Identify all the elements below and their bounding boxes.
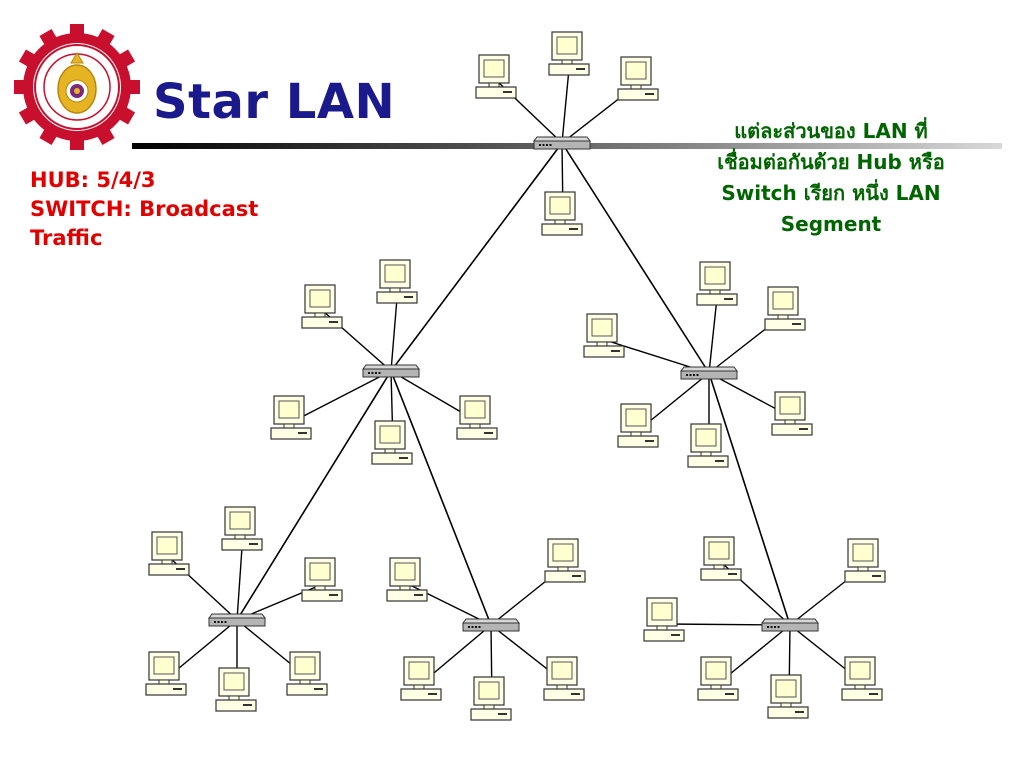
- uplink-cable: [390, 370, 492, 626]
- computer-icon: [764, 286, 806, 331]
- switch-rule-line: SWITCH: Broadcast: [30, 197, 259, 221]
- computer-icon: [841, 656, 883, 701]
- uplink-cable: [236, 370, 392, 621]
- computer-icon: [697, 656, 739, 701]
- computer-icon: [386, 557, 428, 602]
- computer-icon: [687, 423, 729, 468]
- uplink-cable: [561, 142, 710, 374]
- computer-icon: [301, 284, 343, 329]
- computer-icon: [376, 259, 418, 304]
- slide-title: Star LAN: [153, 74, 396, 130]
- computer-icon: [544, 538, 586, 583]
- computer-icon: [696, 261, 738, 306]
- hub-mid-left: [362, 364, 420, 378]
- computer-icon: [583, 313, 625, 358]
- network-cable: [291, 370, 392, 423]
- computer-icon: [215, 667, 257, 712]
- hub-bottom-right: [761, 618, 819, 632]
- computer-icon: [541, 191, 583, 236]
- computer-icon: [844, 538, 886, 583]
- computer-icon: [700, 536, 742, 581]
- lan-segment-note: แต่ละส่วนของ LAN ที่ เชื่อมต่อกันด้วย Hu…: [672, 116, 990, 240]
- computer-icon: [270, 395, 312, 440]
- computer-icon: [301, 557, 343, 602]
- hub-rule-line: HUB: 5/4/3: [30, 168, 156, 192]
- computer-icon: [371, 420, 413, 465]
- computer-icon: [475, 54, 517, 99]
- hub-switch-rules: HUB: 5/4/3 SWITCH: Broadcast Traffic: [30, 166, 258, 253]
- hub-top: [533, 136, 591, 150]
- computer-icon: [456, 395, 498, 440]
- computer-icon: [548, 31, 590, 76]
- computer-icon: [145, 651, 187, 696]
- switch-rule-line-cont: Traffic: [30, 226, 103, 250]
- uplink-cable: [390, 142, 563, 372]
- computer-icon: [767, 674, 809, 719]
- hub-bottom-center: [462, 618, 520, 632]
- computer-icon: [617, 56, 659, 101]
- computer-icon: [221, 506, 263, 551]
- uplink-cable: [708, 372, 791, 626]
- note-line-2: เชื่อมต่อกันด้วย Hub หรือ: [717, 150, 945, 174]
- computer-icon: [148, 531, 190, 576]
- computer-icon: [400, 656, 442, 701]
- hub-bottom-left: [208, 613, 266, 627]
- computer-icon: [470, 676, 512, 721]
- university-logo-icon: [14, 24, 140, 150]
- computer-icon: [286, 651, 328, 696]
- note-line-4: Segment: [780, 212, 882, 236]
- hub-mid-right: [680, 366, 738, 380]
- computer-icon: [643, 597, 685, 642]
- computer-icon: [543, 656, 585, 701]
- note-line-3: Switch เรียก หนึ่ง LAN: [721, 181, 941, 205]
- computer-icon: [617, 403, 659, 448]
- computer-icon: [771, 391, 813, 436]
- note-line-1: แต่ละส่วนของ LAN ที่: [734, 119, 928, 143]
